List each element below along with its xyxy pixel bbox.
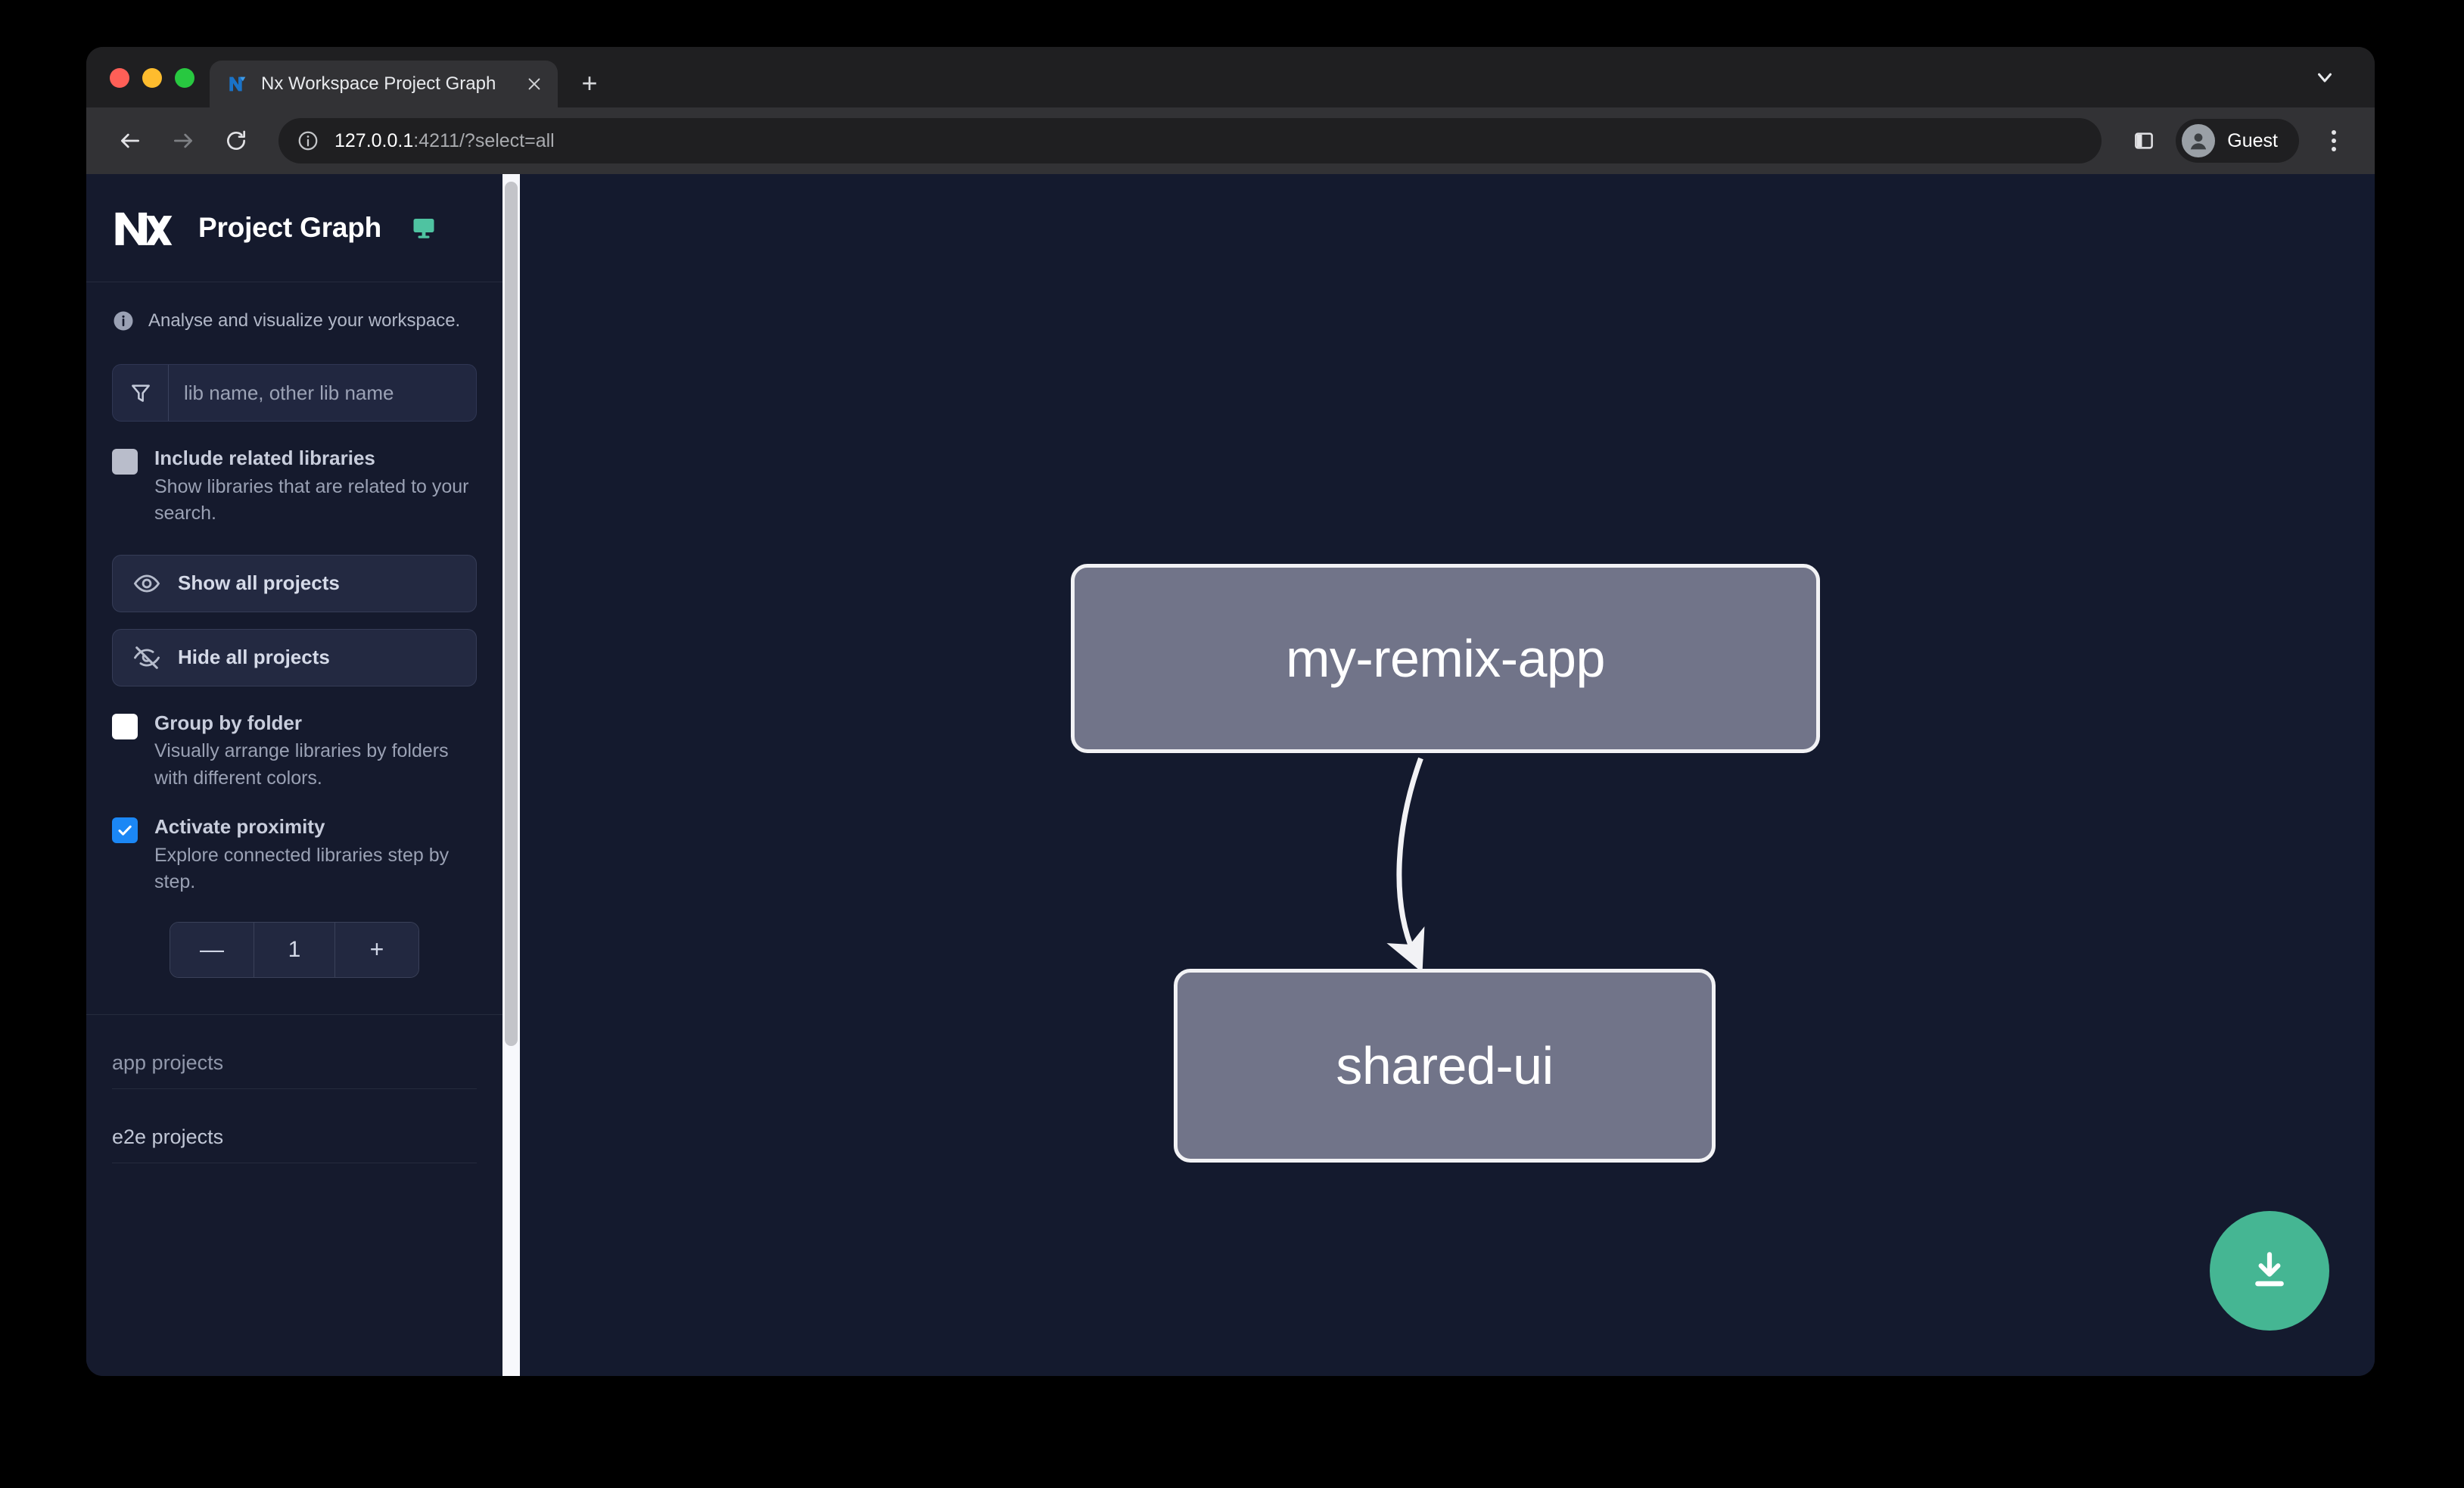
url-text: 127.0.0.1:4211/?select=all: [334, 130, 555, 152]
filter-section: [86, 332, 502, 422]
hide-all-projects-label: Hide all projects: [178, 646, 330, 668]
browser-toolbar: 127.0.0.1:4211/?select=all Guest: [86, 107, 2375, 174]
graph-node-label: my-remix-app: [1286, 629, 1605, 688]
nx-logo-icon: [112, 207, 176, 248]
monitor-icon[interactable]: [410, 214, 437, 241]
arrow-right-icon[interactable]: [160, 118, 206, 163]
stepper-value: 1: [254, 922, 335, 977]
arrow-left-icon[interactable]: [107, 118, 153, 163]
new-tab-button[interactable]: +: [581, 67, 598, 98]
url-path: :4211/?select=all: [413, 129, 555, 151]
proximity-stepper-wrap: — 1 +: [86, 896, 502, 978]
side-panel-icon[interactable]: [2123, 120, 2165, 162]
url-host: 127.0.0.1: [334, 129, 414, 151]
option-description: Show libraries that are related to your …: [154, 475, 469, 525]
project-groups: app projects e2e projects: [86, 1015, 502, 1163]
graph-node-shared-ui[interactable]: shared-ui: [1174, 969, 1716, 1163]
hint-text: Analyse and visualize your workspace.: [148, 310, 461, 331]
filter-box[interactable]: [112, 364, 477, 422]
scrollbar-thumb[interactable]: [505, 182, 518, 1046]
search-input[interactable]: [169, 365, 476, 421]
option-title: Group by folder: [154, 711, 302, 734]
show-all-projects-button[interactable]: Show all projects: [112, 554, 477, 612]
option-title: Include related libraries: [154, 447, 375, 469]
option-include-related-libraries[interactable]: Include related libraries Show libraries…: [86, 422, 502, 528]
funnel-filter-icon: [113, 365, 169, 421]
sidebar-scrollbar[interactable]: [502, 174, 520, 1376]
hide-all-projects-button[interactable]: Hide all projects: [112, 628, 477, 686]
sidebar-item-app-projects[interactable]: app projects: [112, 1015, 477, 1089]
option-group-by-folder[interactable]: Group by folder Visually arrange librari…: [86, 686, 502, 792]
activate-proximity-checkbox[interactable]: [112, 817, 138, 843]
kebab-menu-icon[interactable]: [2313, 120, 2355, 162]
minimize-window-button[interactable]: [142, 68, 162, 88]
toolbar-right-group: Guest: [2123, 119, 2355, 163]
edge-my-remix-app-to-shared-ui: [1386, 757, 1425, 973]
group-by-folder-checkbox[interactable]: [112, 713, 138, 739]
include-related-libraries-checkbox[interactable]: [112, 449, 138, 475]
reload-icon[interactable]: [213, 118, 259, 163]
sidebar: Project Graph Analy: [86, 174, 520, 1376]
profile-name: Guest: [2227, 129, 2278, 151]
sidebar-brand: Project Graph: [86, 174, 502, 282]
nx-favicon-icon: [228, 73, 249, 95]
graph-node-my-remix-app[interactable]: my-remix-app: [1071, 564, 1820, 753]
info-circle-icon[interactable]: [295, 128, 321, 154]
quantity-stepper: — 1 +: [170, 921, 419, 978]
project-visibility-actions: Show all projects Hide all projects: [86, 528, 502, 686]
close-icon[interactable]: [520, 70, 549, 98]
download-graph-button[interactable]: [2210, 1211, 2329, 1331]
tab-title: Nx Workspace Project Graph: [261, 73, 496, 94]
download-icon: [2255, 1252, 2284, 1287]
chevron-down-icon[interactable]: [2308, 61, 2341, 94]
eye-icon: [132, 569, 161, 598]
option-title: Activate proximity: [154, 815, 325, 838]
divider: [86, 1013, 502, 1015]
stepper-increment-button[interactable]: +: [335, 922, 418, 977]
page-body: Project Graph Analy: [86, 174, 2375, 1376]
address-bar[interactable]: 127.0.0.1:4211/?select=all: [278, 118, 2102, 163]
option-activate-proximity[interactable]: Activate proximity Explore connected lib…: [86, 792, 502, 896]
option-description: Visually arrange libraries by folders wi…: [154, 740, 449, 789]
show-all-projects-label: Show all projects: [178, 571, 340, 594]
close-window-button[interactable]: [110, 68, 129, 88]
tab-strip: Nx Workspace Project Graph +: [86, 47, 2375, 107]
option-description: Explore connected libraries step by step…: [154, 844, 450, 893]
graph-node-label: shared-ui: [1336, 1036, 1554, 1095]
browser-window: Nx Workspace Project Graph +: [86, 47, 2375, 1376]
eye-slash-icon: [132, 643, 161, 672]
stepper-decrement-button[interactable]: —: [170, 922, 254, 977]
graph-edges: [1386, 757, 1425, 973]
window-traffic-lights: [86, 68, 210, 107]
workspace-hint: Analyse and visualize your workspace.: [86, 282, 502, 332]
maximize-window-button[interactable]: [175, 68, 194, 88]
page-title: Project Graph: [198, 212, 382, 243]
info-icon: [112, 310, 135, 332]
sidebar-item-e2e-projects[interactable]: e2e projects: [112, 1089, 477, 1163]
browser-tab[interactable]: Nx Workspace Project Graph: [210, 61, 558, 107]
person-avatar-icon: [2182, 124, 2216, 157]
project-graph-canvas[interactable]: my-remix-app shared-ui: [503, 174, 2375, 1376]
profile-chip[interactable]: Guest: [2176, 119, 2299, 163]
